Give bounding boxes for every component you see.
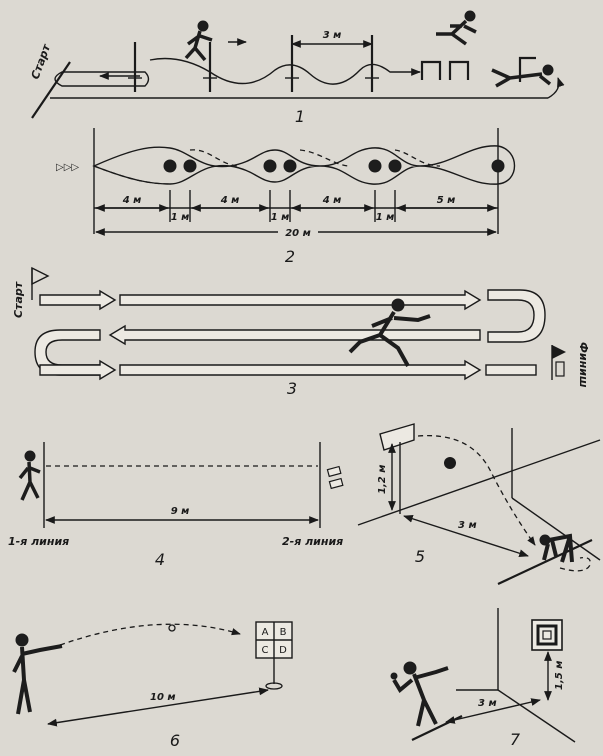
panel-7-distance-dimension — [445, 698, 541, 724]
ball-icon — [168, 624, 176, 632]
turn-path — [559, 557, 591, 572]
panel-6-number: 6 — [170, 731, 180, 750]
panel-5-wall-throw: 1,2 м 3 м 5 — [357, 423, 601, 585]
panel-2-number: 2 — [285, 247, 295, 266]
panel-3-shuttle-run: Старт Финиш 3 — [12, 266, 590, 398]
panel-6-distance-dimension — [47, 687, 269, 727]
segment-label: 1 м — [271, 212, 290, 223]
segment-label: 4 м — [122, 195, 142, 206]
panel-4-line-run: 9 м 1-я линия 2-я линия 4 — [8, 442, 344, 569]
panel-6-distance-label: 10 м — [150, 692, 176, 703]
panel-1-agility-run: Старт 3 м — [29, 10, 565, 126]
target-cell: B — [280, 627, 287, 638]
thrower-figure — [12, 633, 63, 715]
floor-edge-line — [511, 497, 601, 561]
panel-5-distance-label: 3 м — [458, 520, 477, 531]
panel-1-number: 1 — [295, 107, 305, 126]
crawling-figure — [491, 64, 554, 88]
second-line-label: 2-я линия — [282, 535, 343, 548]
target-cell: C — [262, 645, 269, 656]
runner-figure — [184, 20, 213, 62]
square-target-icon — [531, 619, 563, 651]
ball-icon — [444, 457, 456, 469]
start-chevrons-icon: ▷▷▷ — [56, 162, 79, 173]
lane-arrow — [39, 289, 117, 311]
bending-figure — [539, 533, 574, 563]
slalom-path — [149, 57, 421, 85]
panel-3-start-label: Старт — [12, 281, 25, 318]
u-turn-right — [487, 289, 546, 343]
segment-label: 4 м — [322, 195, 342, 206]
panel-1-start-label: Старт — [29, 42, 54, 81]
lane-arrow — [39, 359, 117, 381]
thrower-figure — [390, 661, 449, 727]
panel-5-height-label: 1,2 м — [377, 465, 388, 494]
runner-figure — [348, 298, 431, 367]
target-cell: A — [262, 627, 269, 638]
wall-target — [379, 423, 415, 451]
return-curve-arrow — [547, 77, 565, 99]
lane-arrow — [108, 324, 481, 346]
segment-ticks — [169, 190, 396, 222]
panel-7-number: 7 — [510, 730, 521, 749]
panel-7-height-label: 1,5 м — [554, 661, 565, 690]
abcd-target: A B C D — [255, 621, 293, 690]
panel-6-target-throw: A B C D 10 м 6 — [12, 621, 293, 750]
segment-label: 1 м — [171, 212, 190, 223]
segment-label: 4 м — [220, 195, 240, 206]
panel-2-figure-eight-run: ▷▷▷ 4 м — [56, 128, 515, 266]
start-flag-icon — [31, 266, 50, 300]
finish-flag-icon — [551, 345, 566, 380]
panel-4-number: 4 — [155, 550, 165, 569]
segment-label: 5 м — [437, 195, 456, 206]
loop-dashed-path — [93, 149, 441, 185]
lane-arrow — [119, 289, 482, 311]
runner-figure — [18, 450, 41, 501]
panel-4-distance-label: 9 м — [171, 506, 190, 517]
target-cell: D — [279, 645, 287, 656]
hurdles — [420, 56, 536, 82]
throw-line — [497, 539, 593, 585]
first-line-label: 1-я линия — [8, 535, 69, 548]
panel-1-distance-label: 3 м — [323, 30, 342, 41]
blocks-icon — [326, 465, 344, 490]
shuttle-loop — [54, 71, 150, 87]
throw-trajectory — [59, 623, 241, 646]
loop-path — [92, 145, 515, 185]
cones — [163, 159, 505, 173]
panel-3-number: 3 — [287, 379, 297, 398]
panel-7-distance-label: 3 м — [478, 698, 497, 709]
total-distance-label: 20 м — [285, 228, 311, 239]
lane-arrow — [119, 359, 482, 381]
finish-lane — [485, 364, 537, 376]
segment-label: 1 м — [376, 212, 395, 223]
hurdle-jumper-figure — [436, 10, 477, 46]
panel-5-distance-dimension — [403, 514, 529, 558]
panel-3-finish-label: Финиш — [577, 342, 590, 388]
floor-line — [357, 439, 601, 526]
panel-7-wall-target-throw: 1,5 м 3 м 7 — [390, 608, 576, 749]
panel-5-number: 5 — [415, 547, 425, 566]
